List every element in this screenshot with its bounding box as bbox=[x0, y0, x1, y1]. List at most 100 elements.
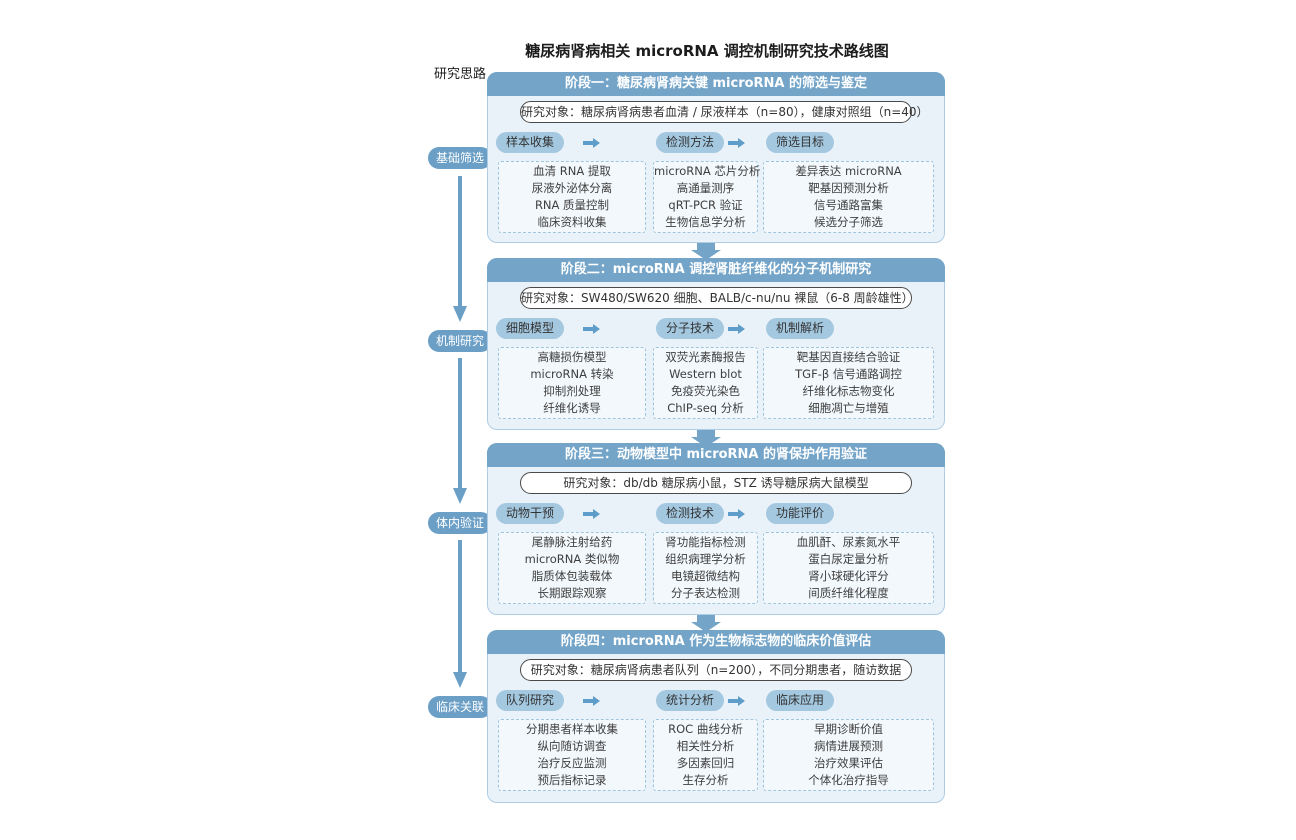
step-item: 纤维化诱导 bbox=[543, 401, 601, 415]
step-item: 早期诊断价值 bbox=[814, 722, 883, 736]
column-tag: 动物干预 bbox=[496, 503, 565, 524]
step-item: 靶基因预测分析 bbox=[808, 181, 889, 195]
sidebar-label: 研究思路 bbox=[433, 67, 486, 82]
right-arrow-icon bbox=[728, 138, 745, 148]
step-item: 尾静脉注射给药 bbox=[531, 535, 613, 549]
stage-connector-arrow-icon bbox=[697, 427, 715, 437]
page-title: 糖尿病肾病相关 microRNA 调控机制研究技术路线图 bbox=[525, 42, 889, 60]
stage-header: 阶段三：动物模型中 microRNA 的肾保护作用验证 bbox=[487, 443, 945, 467]
step-item: 候选分子筛选 bbox=[814, 215, 883, 229]
step-list: 靶基因直接结合验证 TGF-β 信号通路调控 纤维化标志物变化 细胞凋亡与增殖 bbox=[763, 347, 934, 419]
step-item: 生物信息学分析 bbox=[665, 215, 746, 229]
column-tag: 队列研究 bbox=[496, 690, 565, 711]
stage-connector-arrow-icon bbox=[697, 612, 715, 622]
subject-box: 研究对象：SW480/SW620 细胞、BALB/c-nu/nu 裸鼠（6-8 … bbox=[520, 287, 914, 309]
stage-header: 阶段一：糖尿病肾病关键 microRNA 的筛选与鉴定 bbox=[487, 72, 945, 96]
step-item: 病情进展预测 bbox=[814, 739, 883, 753]
phase-pill-clinical: 临床关联 bbox=[428, 696, 492, 718]
step-item: 电镜超微结构 bbox=[671, 569, 740, 583]
step-item: 免疫荧光染色 bbox=[671, 384, 740, 398]
step-list: 血清 RNA 提取 尿液外泌体分离 RNA 质量控制 临床资料收集 bbox=[498, 161, 646, 233]
step-item: 细胞凋亡与增殖 bbox=[808, 401, 889, 415]
step-item: 个体化治疗指导 bbox=[808, 773, 889, 787]
step-item: microRNA 芯片分析 bbox=[654, 164, 761, 178]
step-item: 双荧光素酶报告 bbox=[665, 350, 746, 364]
stage-header: 阶段四：microRNA 作为生物标志物的临床价值评估 bbox=[487, 630, 945, 654]
subject-box: 研究对象：db/db 糖尿病小鼠，STZ 诱导糖尿病大鼠模型 bbox=[520, 472, 912, 494]
step-item: 相关性分析 bbox=[676, 739, 735, 753]
column-tag: 检测技术 bbox=[656, 503, 725, 524]
right-arrow-icon bbox=[583, 138, 600, 148]
down-arrow-icon bbox=[458, 176, 462, 306]
right-arrow-icon bbox=[583, 509, 600, 519]
subject-box: 研究对象：糖尿病肾病患者队列（n=200），不同分期患者，随访数据 bbox=[520, 659, 912, 681]
step-item: 间质纤维化程度 bbox=[808, 586, 889, 600]
phase-pill-invivo: 体内验证 bbox=[428, 512, 492, 534]
step-item: 分期患者样本收集 bbox=[526, 722, 618, 736]
step-item: 尿液外泌体分离 bbox=[531, 181, 613, 195]
down-arrow-icon bbox=[453, 488, 467, 504]
step-item: 蛋白尿定量分析 bbox=[808, 552, 889, 566]
right-arrow-icon bbox=[728, 324, 745, 334]
step-item: ChIP-seq 分析 bbox=[667, 401, 744, 415]
step-item: RNA 质量控制 bbox=[534, 198, 610, 212]
stage-panel-4: 阶段四：microRNA 作为生物标志物的临床价值评估 研究对象：糖尿病肾病患者… bbox=[487, 630, 945, 803]
step-item: 纵向随访调查 bbox=[537, 739, 607, 753]
step-item: 长期跟踪观察 bbox=[537, 586, 607, 600]
step-list: 高糖损伤模型 microRNA 转染 抑制剂处理 纤维化诱导 bbox=[498, 347, 646, 419]
step-item: 组织病理学分析 bbox=[665, 552, 746, 566]
stage-connector-arrow-icon bbox=[691, 622, 721, 632]
step-item: TGF-β 信号通路调控 bbox=[795, 367, 902, 381]
phase-pill-mechanism: 机制研究 bbox=[428, 330, 492, 352]
stage-connector-arrow-icon bbox=[691, 437, 721, 447]
step-item: 靶基因直接结合验证 bbox=[796, 350, 901, 364]
step-list: 肾功能指标检测 组织病理学分析 电镜超微结构 分子表达检测 bbox=[653, 532, 758, 604]
step-item: 差异表达 microRNA bbox=[795, 164, 902, 178]
column-tag: 样本收集 bbox=[496, 132, 565, 153]
down-arrow-icon bbox=[458, 358, 462, 488]
stage-panel-3: 阶段三：动物模型中 microRNA 的肾保护作用验证 研究对象：db/db 糖… bbox=[487, 443, 945, 615]
step-item: 多因素回归 bbox=[676, 756, 735, 770]
column-tag: 细胞模型 bbox=[496, 318, 565, 339]
step-item: 肾功能指标检测 bbox=[665, 535, 746, 549]
stage-panel-2: 阶段二：microRNA 调控肾脏纤维化的分子机制研究 研究对象：SW480/S… bbox=[487, 258, 945, 430]
column-tag: 分子技术 bbox=[656, 318, 725, 339]
step-item: 预后指标记录 bbox=[537, 773, 607, 787]
step-item: ROC 曲线分析 bbox=[668, 722, 743, 736]
down-arrow-icon bbox=[458, 540, 462, 672]
step-item: microRNA 转染 bbox=[530, 367, 614, 381]
right-arrow-icon bbox=[728, 696, 745, 706]
right-arrow-icon bbox=[583, 696, 600, 706]
step-list: 血肌酐、尿素氮水平 蛋白尿定量分析 肾小球硬化评分 间质纤维化程度 bbox=[763, 532, 934, 604]
step-list: 差异表达 microRNA 靶基因预测分析 信号通路富集 候选分子筛选 bbox=[763, 161, 934, 233]
step-item: 治疗效果评估 bbox=[814, 756, 883, 770]
stage-header: 阶段二：microRNA 调控肾脏纤维化的分子机制研究 bbox=[487, 258, 945, 282]
stage-connector-arrow-icon bbox=[691, 250, 721, 260]
step-item: 生存分析 bbox=[682, 773, 729, 787]
column-tag: 统计分析 bbox=[656, 690, 725, 711]
right-arrow-icon bbox=[728, 509, 745, 519]
step-item: 临床资料收集 bbox=[537, 215, 607, 229]
column-tag: 筛选目标 bbox=[766, 132, 835, 153]
step-item: 治疗反应监测 bbox=[537, 756, 607, 770]
stage-connector-arrow-icon bbox=[697, 240, 715, 250]
step-item: 高糖损伤模型 bbox=[537, 350, 607, 364]
step-item: 抑制剂处理 bbox=[543, 384, 601, 398]
step-list: 双荧光素酶报告 Western blot 免疫荧光染色 ChIP-seq 分析 bbox=[653, 347, 758, 419]
step-item: 血肌酐、尿素氮水平 bbox=[796, 535, 901, 549]
step-item: 高通量测序 bbox=[676, 181, 735, 195]
column-tag: 功能评价 bbox=[766, 503, 835, 524]
step-item: 脂质体包装载体 bbox=[531, 569, 613, 583]
step-list: 分期患者样本收集 纵向随访调查 治疗反应监测 预后指标记录 bbox=[498, 719, 646, 791]
step-item: 纤维化标志物变化 bbox=[802, 384, 895, 398]
step-list: ROC 曲线分析 相关性分析 多因素回归 生存分析 bbox=[653, 719, 758, 791]
step-item: 信号通路富集 bbox=[814, 198, 883, 212]
column-tag: 检测方法 bbox=[656, 132, 725, 153]
step-item: 血清 RNA 提取 bbox=[533, 164, 611, 178]
step-item: qRT-PCR 验证 bbox=[668, 198, 743, 212]
column-tag: 机制解析 bbox=[766, 318, 835, 339]
step-item: 分子表达检测 bbox=[671, 586, 740, 600]
right-arrow-icon bbox=[583, 324, 600, 334]
down-arrow-icon bbox=[453, 306, 467, 322]
step-item: Western blot bbox=[669, 367, 742, 381]
